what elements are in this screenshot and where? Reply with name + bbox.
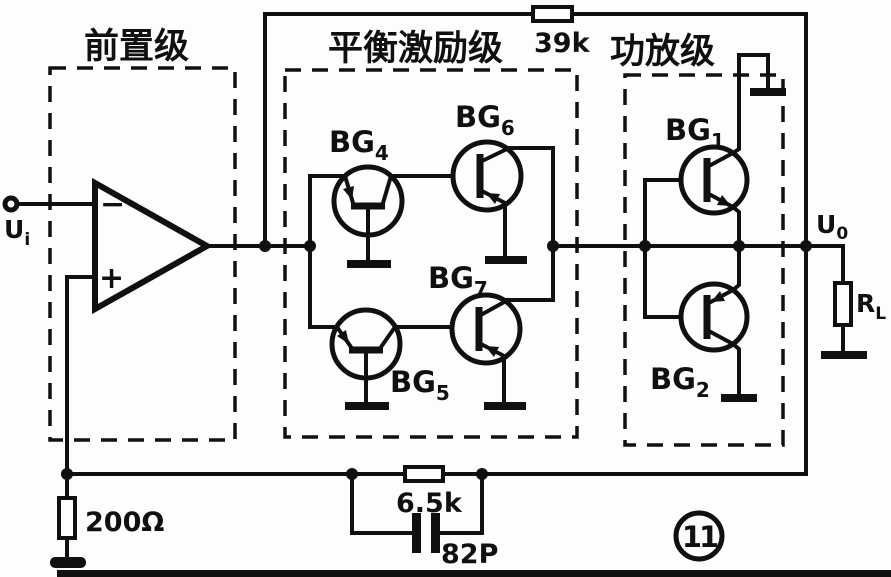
- bg6-emitter-arrow-icon: [486, 193, 500, 204]
- capacitor-82p-plate-right: [431, 513, 440, 553]
- bg4-emitter-arrow-icon: [343, 186, 354, 200]
- feedback-divider-network: 200Ω: [50, 275, 164, 568]
- bg6-label: BG6: [455, 100, 515, 140]
- output-port-label: U0: [816, 210, 848, 244]
- stage-label-power: 功放级: [610, 32, 715, 72]
- bg2-label: BG2: [650, 362, 710, 402]
- stage-box-preamp: 前置级: [48, 27, 237, 442]
- opamp-inverting-label: −: [100, 187, 125, 222]
- transistor-bg1: BG1: [643, 53, 786, 248]
- bg7-label: BG7: [428, 261, 488, 301]
- resistor-6-5k: [403, 465, 445, 483]
- transistor-bg4: BG4: [329, 125, 405, 268]
- bg1-label: BG1: [665, 113, 725, 153]
- opamp-noninverting-label: +: [99, 261, 124, 296]
- input-port-label: Ui: [4, 215, 30, 250]
- opamp: − +: [92, 177, 312, 315]
- top-feedback-network: 39k: [263, 5, 808, 248]
- bg1-emitter-arrow-icon: [717, 195, 731, 206]
- opamp-triangle: [92, 177, 214, 315]
- bg5-label: BG5: [390, 365, 450, 405]
- transistor-bg7: BG7: [393, 244, 555, 410]
- stage-label-driver: 平衡激励级: [328, 29, 503, 69]
- transistor-bg5: BG5: [329, 307, 450, 410]
- bg7-emitter-arrow-icon: [485, 346, 499, 357]
- stage-box-power: 功放级: [610, 32, 785, 447]
- input-terminal: Ui: [2, 195, 97, 250]
- capacitor-82p-plate-left: [412, 513, 421, 553]
- resistor-load: [833, 281, 853, 327]
- capacitor-82p-label: 82P: [441, 539, 498, 570]
- resistor-200ohm: [57, 496, 77, 540]
- transistor-bg6: BG6: [389, 100, 555, 264]
- figure-number-badge: 11: [673, 510, 725, 562]
- scan-edge-artifact: [57, 570, 891, 577]
- bg4-label: BG4: [329, 125, 389, 165]
- resistor-load-label: RL: [856, 289, 886, 324]
- resistor-6-5k-label: 6.5k: [396, 488, 463, 519]
- bg2-emitter-arrow-icon: [711, 291, 725, 302]
- resistor-39k: [531, 5, 574, 23]
- figure-number-text: 11: [682, 520, 718, 554]
- resistor-200ohm-label: 200Ω: [85, 507, 164, 538]
- ground-symbol-left: [50, 557, 86, 568]
- transistor-bg2: BG2: [643, 244, 757, 402]
- resistor-39k-label: 39k: [534, 28, 591, 59]
- bg5-emitter-arrow-icon: [337, 330, 349, 344]
- bottom-feedback-network: 6.5k 82P: [61, 465, 808, 570]
- signal-bus: [259, 174, 845, 329]
- stage-box-driver: 平衡激励级: [283, 29, 579, 439]
- stage-label-preamp: 前置级: [84, 27, 189, 67]
- output-network: U0 RL: [816, 210, 886, 359]
